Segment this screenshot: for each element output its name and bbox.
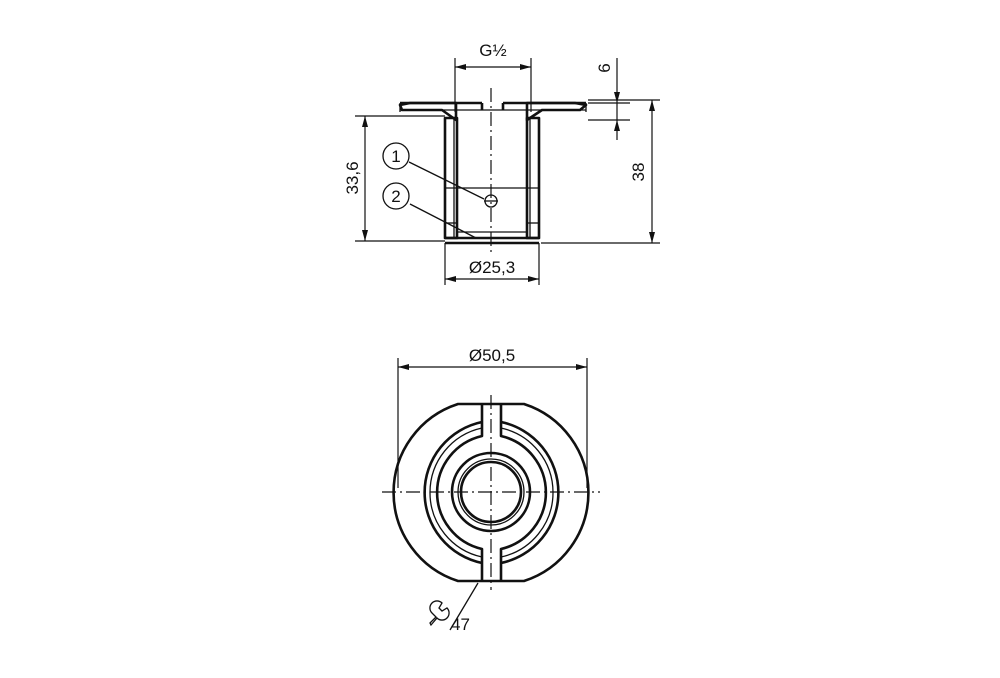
section-view: 1 2 G½ 6 38 33,6 (343, 41, 660, 285)
wrench-icon (429, 600, 450, 627)
callout-2-circle (382, 182, 410, 210)
dim-flange-thickness: 6 (595, 63, 614, 72)
plan-view: Ø50,5 47 (382, 346, 600, 634)
body-wall-left (443, 116, 459, 240)
dim-height-inner: 33,6 (343, 161, 362, 194)
dim-height-total: 38 (629, 163, 648, 182)
outer-contour (392, 402, 590, 583)
callout-1-label: 1 (391, 147, 400, 166)
callout-2-label: 2 (391, 187, 400, 206)
dim-bore-diameter: Ø25,3 (469, 258, 515, 277)
dim-outer-diameter: Ø50,5 (469, 346, 515, 365)
wrench-size: 47 (451, 615, 470, 634)
dim-thread: G½ (479, 41, 506, 60)
callout-1-circle (382, 142, 410, 170)
body-wall-right (525, 116, 541, 240)
